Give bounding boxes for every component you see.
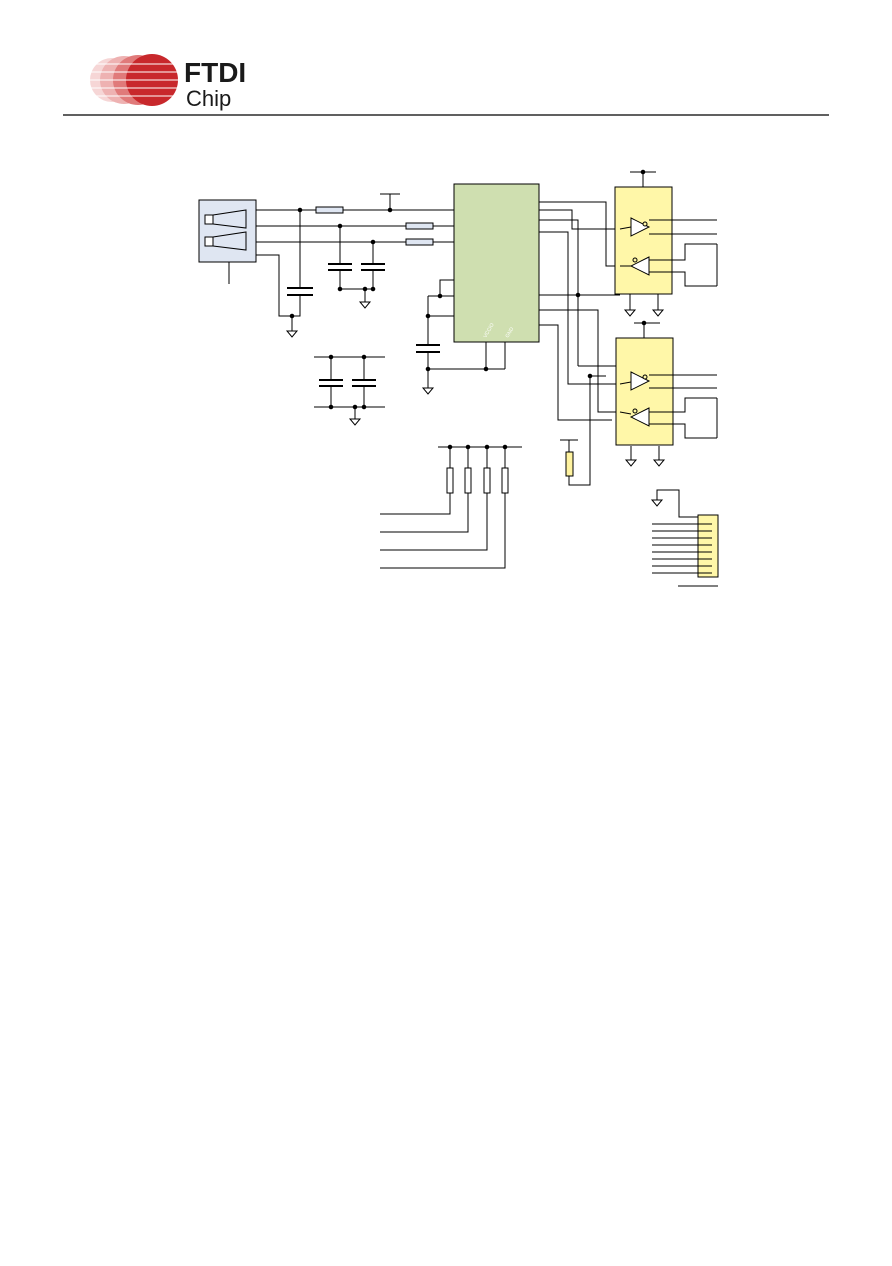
logo-text-ftdi: FTDI [184,57,246,88]
resistor-usbdm [405,238,434,246]
main-usb-ic: VCCIO GND [453,183,540,343]
line-driver-ic-1 [614,169,673,317]
ftdi-logo: FTDI Chip [88,54,246,111]
resistor-vbus [315,206,344,214]
usb-connector [198,199,257,284]
logo-text-chip: Chip [186,86,231,111]
line-driver-ic-2 [615,320,674,467]
pin-label-gnd: GND [505,326,516,339]
schematic-diagram: VCCIO GND [198,169,719,587]
output-header-connector [650,489,719,587]
termination-resistor [565,451,574,477]
pullup-resistor-bank [446,444,509,494]
resistor-usbdp [405,222,434,230]
